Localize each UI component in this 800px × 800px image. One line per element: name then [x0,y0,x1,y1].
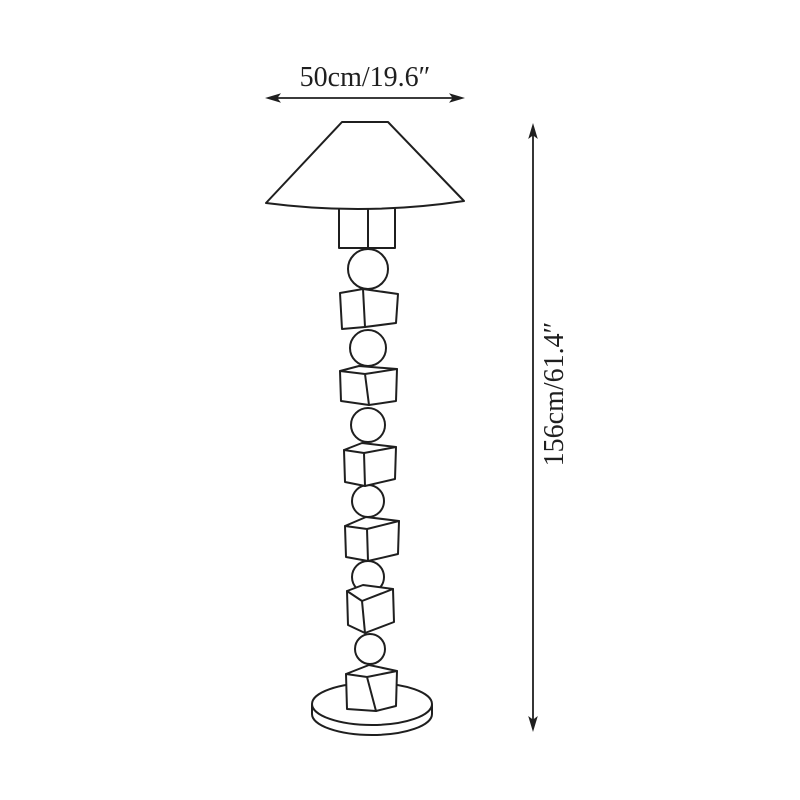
stem-sphere-2 [349,329,387,367]
height-dimension-label: 156cm/61.4″ [539,322,570,467]
stem-cube-1 [338,206,396,249]
height-arrow-bottom-head-icon [528,716,538,732]
stem-cube-6 [346,584,395,634]
height-arrow-top-head-icon [528,123,538,139]
stem-sphere-3 [350,407,386,443]
width-dimension: 50cm/19.6″ [265,62,465,103]
stem-cube-7 [345,664,398,712]
stem-sphere-6 [354,633,386,665]
stem-sphere-1 [347,248,389,290]
stem-sphere-4 [351,484,385,518]
width-arrow-left-head-icon [265,93,281,103]
width-dimension-label: 50cm/19.6″ [300,62,431,93]
stem-cube-4 [343,442,397,487]
width-arrow-right-head-icon [449,93,465,103]
stem-cube-2 [339,288,399,330]
floor-lamp [265,121,465,736]
height-dimension: 156cm/61.4″ [528,123,570,732]
lamp-shade [265,121,465,211]
stem-cube-3 [339,365,398,406]
stem-cube-5 [344,516,400,562]
